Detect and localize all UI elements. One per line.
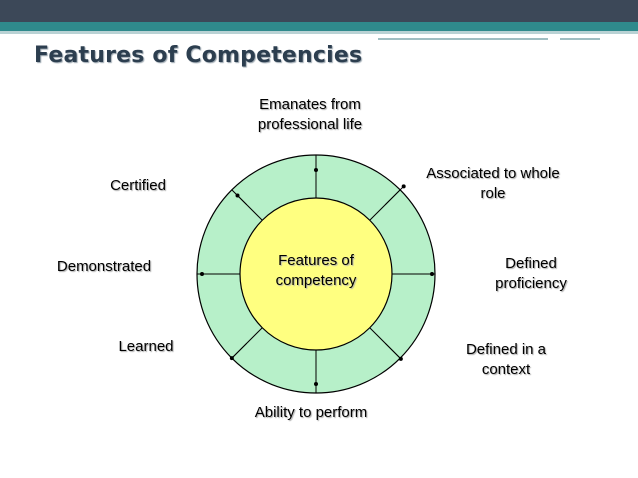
label-ability: Ability to perform (246, 403, 376, 423)
pointer-line-defined-context (384, 342, 402, 360)
center-label-line2: competency (275, 272, 357, 289)
label-defined-context: Defined in a context (456, 340, 556, 380)
label-learned-line1: Learned (118, 338, 174, 355)
center-label-line1: Features of (278, 252, 354, 269)
header-bar (0, 0, 638, 22)
center-label: Features of competency (251, 251, 381, 291)
label-defined-context-line2: context (481, 361, 531, 378)
pointer-dot-certified (235, 193, 240, 198)
label-demonstrated-line1: Demonstrated (56, 258, 152, 275)
label-associated-line1: Associated to whole (426, 165, 560, 182)
pointer-dot-ability (314, 382, 318, 386)
pointer-line-certified (237, 195, 248, 206)
label-emanates-line1: Emanates from (259, 96, 361, 113)
label-certified: Certified (98, 176, 178, 196)
pointer-line-learned (231, 342, 248, 359)
pointer-dot-emanates (314, 168, 318, 172)
header-light-stripe (0, 31, 638, 34)
header-accent-line-short (560, 38, 600, 40)
pointer-dot-defined-context (398, 356, 403, 361)
label-emanates-line2: professional life (257, 116, 363, 133)
header-accent-line (378, 38, 548, 40)
pointer-dot-associated (401, 184, 406, 189)
label-demonstrated: Demonstrated (48, 257, 160, 277)
label-defined-proficiency-line2: proficiency (495, 275, 567, 292)
pointer-line-associated (384, 185, 405, 206)
label-defined-proficiency-line1: Defined (505, 255, 557, 272)
slide-title: Features of Competencies (34, 43, 363, 68)
pointer-dot-learned (229, 356, 234, 361)
label-defined-proficiency: Defined proficiency (485, 254, 577, 294)
pointer-dot-demonstrated (200, 272, 204, 276)
label-learned: Learned (104, 337, 188, 357)
pointer-lines (200, 168, 434, 386)
label-certified-line1: Certified (110, 177, 166, 194)
pointer-dot-defined-proficiency (430, 272, 434, 276)
header-teal-stripe (0, 22, 638, 31)
label-defined-context-line1: Defined in a (465, 341, 547, 358)
label-associated: Associated to whole role (418, 164, 568, 204)
label-associated-line2: role (480, 185, 506, 202)
label-emanates: Emanates from professional life (245, 95, 375, 135)
inner-circle (239, 197, 393, 351)
label-ability-line1: Ability to perform (254, 404, 368, 421)
